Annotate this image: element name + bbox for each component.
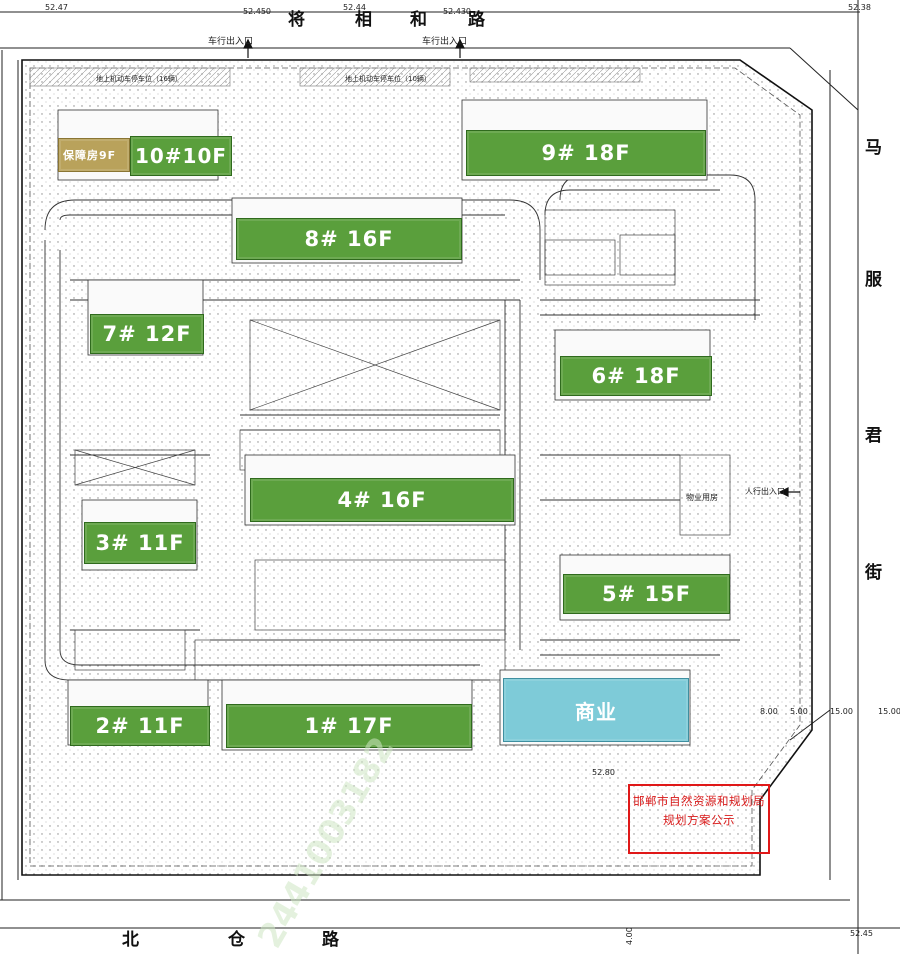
stamp-line-1: 邯郸市自然资源和规划局 bbox=[633, 794, 765, 808]
building-label: 4# 16F bbox=[337, 488, 427, 512]
dimension-label: 52.44 bbox=[343, 3, 366, 12]
dimension-label: 8.00 bbox=[760, 707, 778, 716]
parking-rows bbox=[29, 67, 641, 87]
building-label: 6# 18F bbox=[591, 364, 681, 388]
north-vehicle-entrance-left: 车行出入口 bbox=[208, 37, 254, 47]
dim-top-left: 52.47 bbox=[45, 3, 68, 12]
road-char: 君 bbox=[865, 426, 882, 446]
building-2: 2# 11F bbox=[70, 706, 210, 746]
dimension-label: 4.00 bbox=[625, 927, 634, 945]
parking-label-right: 地上机动车停车位（10辆） bbox=[345, 75, 431, 83]
building-5: 5# 15F bbox=[563, 574, 730, 614]
building-label: 7# 12F bbox=[102, 322, 192, 346]
building-4: 4# 16F bbox=[250, 478, 514, 522]
building-label: 10#10F bbox=[134, 144, 228, 168]
building-label: 保障房9F bbox=[63, 149, 117, 162]
road-char: 和 bbox=[410, 10, 427, 30]
dimension-label: 15.00 bbox=[878, 707, 900, 716]
building-label: 1# 17F bbox=[304, 714, 394, 738]
dimension-label: 52.430 bbox=[443, 7, 471, 16]
north-vehicle-entrance-right: 车行出入口 bbox=[422, 37, 468, 47]
building-10: 10#10F bbox=[130, 136, 232, 176]
approval-stamp: 邯郸市自然资源和规划局 规划方案公示 bbox=[628, 784, 770, 854]
dimension-label: 52.38 bbox=[848, 3, 871, 12]
stamp-line-2: 规划方案公示 bbox=[663, 813, 735, 827]
building-6: 6# 18F bbox=[560, 356, 712, 396]
dimension-label: 52.45 bbox=[850, 929, 873, 938]
building-affordable: 保障房9F bbox=[58, 138, 130, 172]
building-label: 2# 11F bbox=[95, 714, 185, 738]
building-label: 3# 11F bbox=[95, 531, 185, 555]
parking-label-left: 地上机动车停车位（16辆） bbox=[96, 75, 182, 83]
road-char: 路 bbox=[468, 10, 485, 30]
building-label: 商业 bbox=[575, 699, 617, 724]
building-commercial: 商业 bbox=[503, 678, 689, 742]
east-pedestrian-entrance: 人行出入口 bbox=[745, 487, 785, 496]
road-char: 将 bbox=[288, 10, 305, 30]
building-1: 1# 17F bbox=[226, 704, 472, 748]
dimension-label: 15.00 bbox=[830, 707, 853, 716]
building-9: 9# 18F bbox=[466, 130, 706, 176]
dimension-label: 52.80 bbox=[592, 768, 615, 777]
building-label: 5# 15F bbox=[601, 582, 692, 606]
building-label: 8# 16F bbox=[304, 227, 394, 251]
dimension-label: 52.450 bbox=[243, 7, 271, 16]
road-char: 北 bbox=[122, 930, 139, 950]
building-8: 8# 16F bbox=[236, 218, 462, 260]
building-label: 9# 18F bbox=[541, 141, 631, 165]
road-char: 相 bbox=[355, 10, 372, 30]
road-char: 街 bbox=[865, 563, 882, 583]
dimension-label: 5.00 bbox=[790, 707, 808, 716]
road-char: 仓 bbox=[228, 930, 245, 950]
building-3: 3# 11F bbox=[84, 522, 196, 564]
road-char: 服 bbox=[865, 270, 882, 290]
building-7: 7# 12F bbox=[90, 314, 204, 354]
road-char: 路 bbox=[322, 930, 339, 950]
road-char: 马 bbox=[865, 138, 882, 158]
property-service-room: 物业用房 bbox=[686, 493, 718, 502]
